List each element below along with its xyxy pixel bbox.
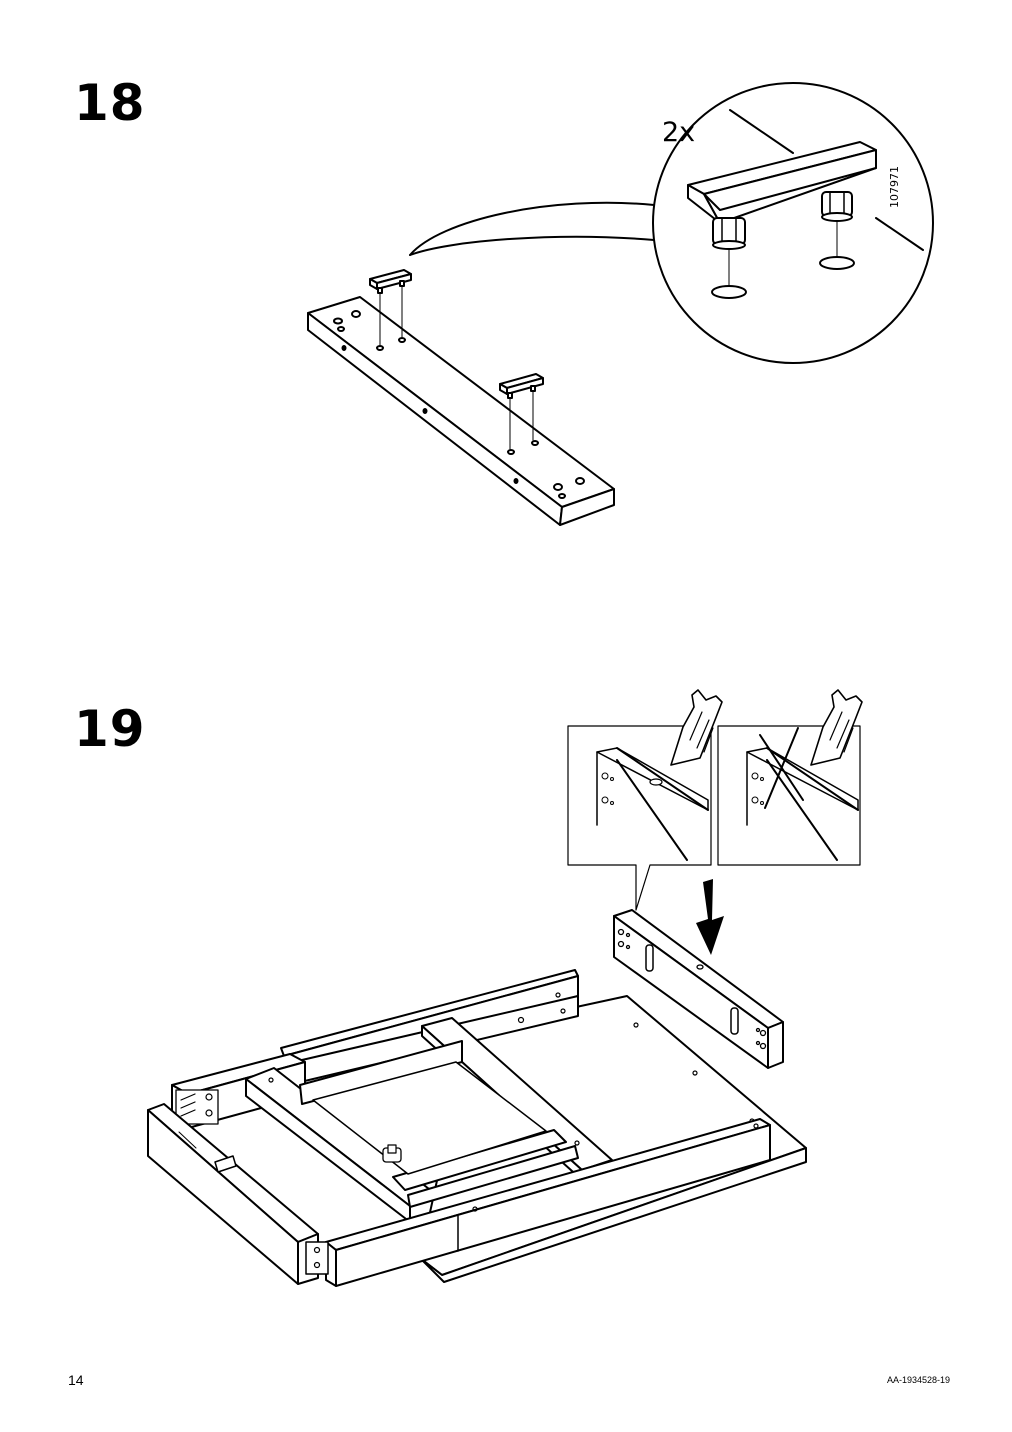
back-rails (280, 969, 579, 1085)
instruction-panel-correct (567, 689, 723, 911)
down-arrow-icon (696, 879, 724, 955)
cross-slats (245, 1017, 613, 1223)
detail-circle (652, 82, 934, 364)
side-rail-board (307, 296, 615, 526)
step-19-number: 19 (74, 700, 146, 758)
quantity-label: 2x (662, 117, 695, 148)
glide-small-1 (369, 269, 412, 346)
page-number: 14 (68, 1372, 84, 1388)
part-number-label: 107971 (888, 166, 901, 208)
table-top (419, 995, 807, 1283)
instruction-panel-incorrect (717, 689, 863, 866)
step-18-illustration: 2x 107971 (307, 82, 934, 526)
glide-small-2 (499, 373, 544, 450)
step-18-number: 18 (74, 74, 146, 132)
frame-side-left (171, 1053, 306, 1129)
loose-rail (613, 909, 784, 1069)
leg-bottom (147, 1103, 319, 1285)
document-code: AA-1934528-19 (886, 1375, 950, 1385)
inner-panel (312, 1061, 547, 1175)
front-rail (305, 1118, 771, 1287)
